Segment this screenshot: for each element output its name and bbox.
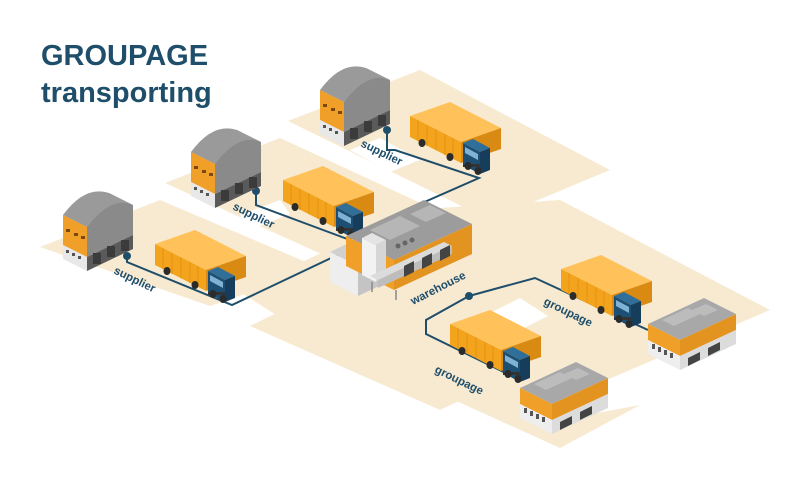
- diagram-title: GROUPAGE transporting: [41, 38, 212, 112]
- title-line-1: GROUPAGE: [41, 40, 209, 72]
- route-groupage-lower: [425, 295, 521, 381]
- route-supplier-middle: [255, 191, 351, 241]
- warehouse-icon: [330, 200, 472, 300]
- title-line-2: transporting: [41, 77, 212, 109]
